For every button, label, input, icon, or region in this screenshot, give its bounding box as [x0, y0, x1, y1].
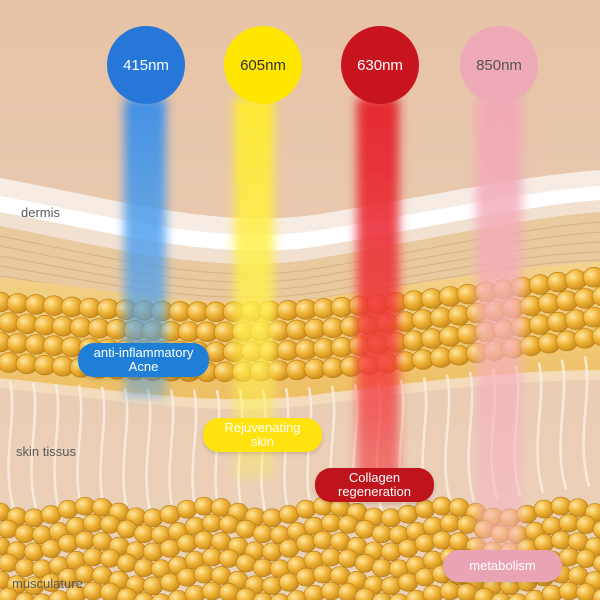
wavelength-630nm-circle: 630nm — [341, 26, 419, 104]
tissue-fiber — [53, 383, 62, 515]
dermis-label: dermis — [21, 205, 61, 220]
fat-cell — [414, 533, 436, 553]
fat-cell — [295, 533, 317, 553]
tissue-fiber — [467, 371, 476, 503]
fat-cell — [32, 593, 52, 600]
fat-cell — [14, 592, 36, 600]
fat-cell — [380, 542, 402, 562]
skin-tissue-label: skin tissus — [16, 444, 76, 459]
tissue-fiber — [444, 374, 453, 506]
fat-cell — [295, 499, 317, 519]
fat-cell — [380, 576, 402, 596]
collagen-regeneration-badge: Collagen regeneration — [315, 468, 434, 502]
fat-cell — [582, 307, 600, 328]
tissue-fiber — [536, 362, 545, 494]
fat-cell — [592, 520, 600, 539]
badge-line-1: Collagen — [348, 470, 401, 485]
tissue-fiber — [76, 385, 85, 516]
fat-cell — [23, 508, 45, 528]
fat-cell — [508, 593, 528, 600]
fat-cell — [591, 286, 600, 306]
tissue-fiber — [283, 388, 292, 519]
fat-cell — [142, 542, 164, 562]
fat-cell — [176, 567, 198, 587]
fat-cell — [591, 326, 600, 346]
badge-line-2: regeneration — [338, 484, 411, 499]
wavelength-850nm-circle: 850nm — [460, 26, 538, 104]
fat-cell — [261, 576, 283, 596]
tissue-fiber — [122, 387, 131, 519]
fat-cell — [176, 499, 198, 519]
fat-cell — [261, 542, 283, 562]
fat-cell — [142, 508, 164, 528]
tissue-fiber — [559, 359, 568, 490]
fat-cell — [270, 593, 290, 600]
fat-cell — [592, 554, 600, 573]
fat-cell — [151, 593, 171, 600]
anti-inflammatory-acne-badge: anti-inflammatory Acne — [78, 343, 209, 377]
badge-line-1: Rejuvenating — [224, 420, 301, 435]
badge-line-2: skin — [250, 434, 275, 449]
tissue-fiber — [582, 356, 591, 487]
fat-cell — [57, 534, 79, 553]
fat-cell — [380, 508, 402, 528]
fat-cell — [252, 592, 274, 600]
tissue-fiber — [7, 380, 16, 512]
fat-cell — [414, 567, 436, 587]
fat-cell — [414, 499, 436, 519]
tissue-fiber — [168, 389, 177, 520]
badge-line-2: Acne — [128, 359, 159, 374]
fat-cell — [592, 588, 600, 600]
fat-cell — [261, 508, 283, 528]
fat-cell — [23, 542, 45, 562]
tissue-fiber — [30, 382, 39, 513]
badge-line-1: metabolism — [469, 558, 536, 573]
metabolism-badge: metabolism — [443, 550, 562, 582]
fat-cell — [490, 592, 512, 600]
wavelength-415nm-circle: 415nm — [107, 26, 185, 104]
fat-cell — [57, 500, 79, 519]
fat-cell — [176, 533, 198, 553]
fat-cell — [133, 592, 155, 600]
fat-cell — [389, 593, 409, 600]
tissue-fiber — [99, 386, 108, 517]
tissue-fiber — [306, 387, 315, 518]
musculature-label: musculature — [12, 576, 83, 591]
fat-cell — [582, 267, 600, 288]
wavelength-605nm-circle: 605nm — [224, 26, 302, 104]
badge-line-1: anti-inflammatory — [93, 345, 194, 360]
tissue-fiber — [145, 388, 154, 519]
fat-cell — [371, 592, 393, 600]
fat-cell — [142, 576, 164, 596]
fat-cell — [295, 567, 317, 587]
fat-cell — [533, 499, 555, 519]
rejuvenating-skin-badge: Rejuvenating skin — [203, 418, 322, 452]
